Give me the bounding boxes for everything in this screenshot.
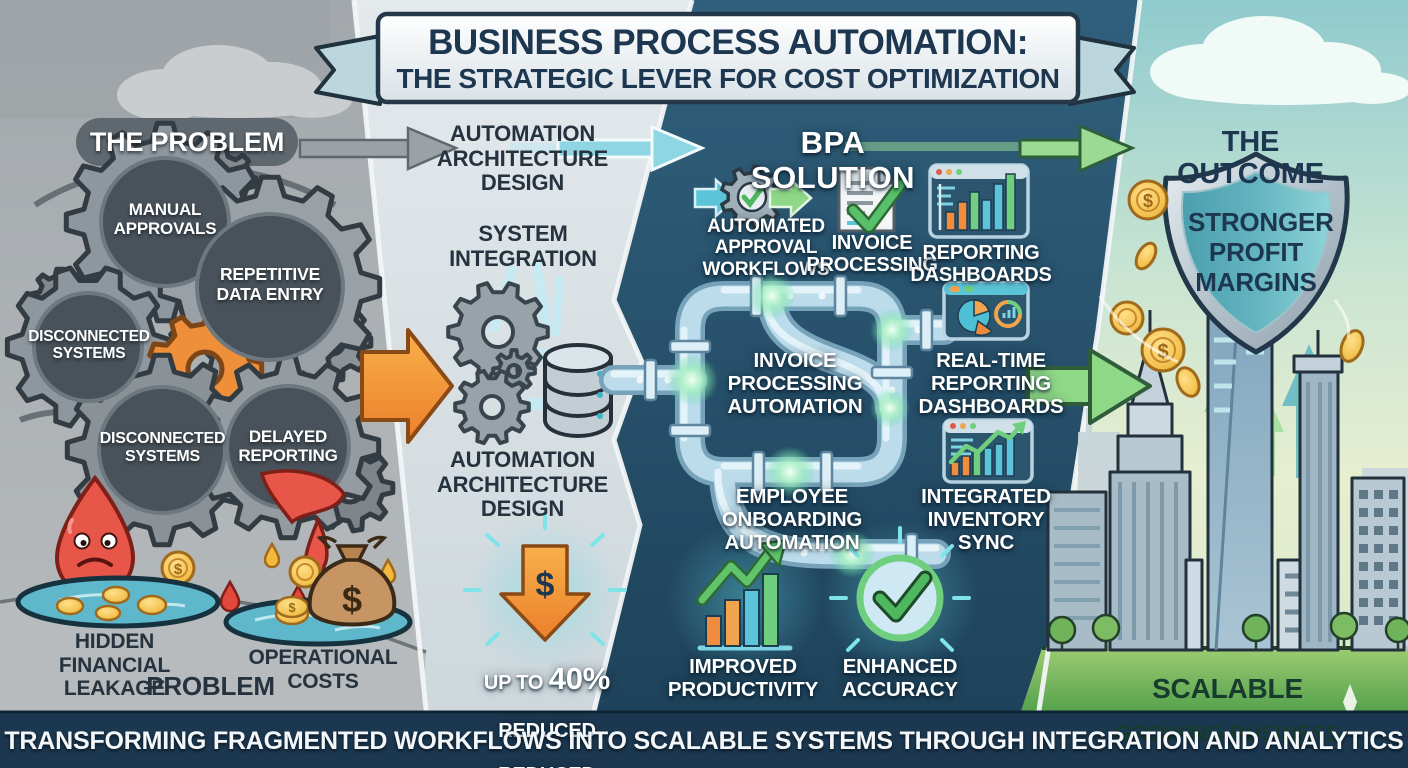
design-step-architecture-2: AUTOMATION ARCHITECTURE DESIGN: [436, 447, 609, 522]
arrow-right-icon: [298, 126, 460, 171]
problem-header: THE PROBLEM: [89, 127, 285, 157]
coin-icon: [1109, 179, 1365, 398]
gear-icon: [453, 368, 531, 446]
check-icon: [741, 186, 764, 209]
title-ribbon: [314, 11, 1136, 106]
check-icon: [849, 180, 905, 231]
solution-art: $: [463, 163, 1152, 678]
page-title: BUSINESS PROCESS AUTOMATION: THE STRATEG…: [384, 23, 1072, 95]
money-puddle: [15, 575, 221, 629]
outcome-caption: SCALABLE GROWING BUSINESS: [1080, 655, 1375, 765]
design-step-architecture: AUTOMATION ARCHITECTURE DESIGN: [436, 121, 609, 196]
pipe-label: EMPLOYEE ONBOARDING AUTOMATION: [721, 485, 863, 554]
benefit-line3: REDUCED EXPENSES: [458, 764, 636, 768]
footer-banner: [0, 710, 1408, 768]
arrow-right-icon-orange: [360, 328, 454, 444]
profit-shield-icon: [1162, 151, 1350, 355]
outcome-caption-line1: SCALABLE: [1152, 672, 1303, 704]
problem-caption: PROBLEM: [146, 671, 275, 701]
check-icon: [875, 573, 930, 620]
accuracy-check-icon: [829, 526, 971, 652]
leakage-label: HIDDEN FINANCIAL LEAKAGE: [58, 630, 171, 701]
costs-label: OPERATIONAL COSTS: [248, 646, 398, 693]
realtime-dashboard-icon: [942, 281, 1030, 341]
money-bag-icon: $: [307, 535, 397, 627]
benefit-label: IMPROVED PRODUCTIVITY: [667, 655, 819, 701]
pipe-label: INVOICE PROCESSING AUTOMATION: [727, 349, 863, 418]
arrow-right-icon-green: [1026, 348, 1152, 425]
productivity-chart-icon: [696, 538, 793, 651]
gear-label: DISCONNECTED SYSTEMS: [99, 430, 226, 465]
database-icon: [543, 343, 613, 439]
reporting-dashboard-icon: [928, 163, 1030, 239]
bag-dollar-glyph: $: [342, 579, 362, 620]
tree-icon: [1047, 611, 1408, 650]
coin-dollar-glyph: $: [288, 600, 296, 615]
arrow-right-icon: [510, 124, 706, 173]
reduced-expenses-icon: $: [463, 512, 627, 646]
outcome-art: $ $: [1046, 151, 1408, 720]
arrow-right-icon: [768, 177, 813, 219]
gear-label: DISCONNECTED SYSTEMS: [28, 328, 150, 363]
inventory-dashboard-icon: [942, 418, 1034, 484]
shield-label: STRONGER PROFIT MARGINS: [1188, 207, 1334, 297]
solution-top-label: REPORTING DASHBOARDS: [910, 242, 1052, 287]
design-gears: [446, 281, 550, 446]
benefit-line2: REDUCED: [498, 719, 596, 742]
solution-header: BPA SOLUTION: [750, 125, 916, 195]
coin-icon: [160, 550, 322, 589]
design-art: [360, 262, 613, 446]
title-line2: THE STRATEGIC LEVER FOR COST OPTIMIZATIO…: [396, 62, 1060, 94]
pipe-label: REAL-TIME REPORTING DASHBOARDS: [918, 349, 1064, 418]
coin-dollar-glyph: $: [1143, 191, 1153, 211]
gear-label: DELAYED REPORTING: [238, 427, 338, 466]
coin-dollar-glyph: $: [174, 561, 183, 578]
gear-centers: [32, 156, 351, 515]
solution-top-label: INVOICE PROCESSING: [806, 232, 938, 277]
coin-dollar-glyph: $: [1157, 341, 1168, 363]
benefit-prefix: UP TO: [483, 672, 544, 695]
gear-label: MANUAL APPROVALS: [113, 200, 217, 239]
solution-top-label: AUTOMATED APPROVAL WORKFLOWS: [702, 216, 830, 280]
benefit-value: 40%: [548, 661, 611, 697]
benefit-label: ENHANCED ACCURACY: [842, 655, 958, 701]
pipe-network: [599, 272, 959, 578]
arrow-dollar-glyph: $: [536, 566, 555, 604]
approval-workflow-icon: [693, 164, 813, 230]
footer-tagline: TRANSFORMING FRAGMENTED WORKFLOWS INTO S…: [4, 727, 1404, 755]
outcome-header: THE OUTCOME: [1177, 126, 1324, 191]
outcome-caption-line2: GROWING BUSINESS: [1114, 721, 1341, 747]
benefit-label: UP TO 40% REDUCED REDUCED EXPENSES: [458, 640, 636, 768]
problem-art: $ $ $: [4, 120, 413, 647]
gear-label: REPETITIVE DATA ENTRY: [216, 264, 324, 304]
arrow-right-icon: [845, 123, 1136, 174]
cloud-icon: [117, 45, 352, 121]
pipe-label: INTEGRATED INVENTORY SYNC: [921, 485, 1051, 554]
outcome-ground: [1020, 648, 1408, 714]
design-step-integration: SYSTEM INTEGRATION: [449, 221, 597, 271]
title-line1: BUSINESS PROCESS AUTOMATION:: [428, 23, 1028, 62]
invoice-document-icon: [837, 166, 908, 234]
cloud-icon: [1150, 16, 1408, 105]
